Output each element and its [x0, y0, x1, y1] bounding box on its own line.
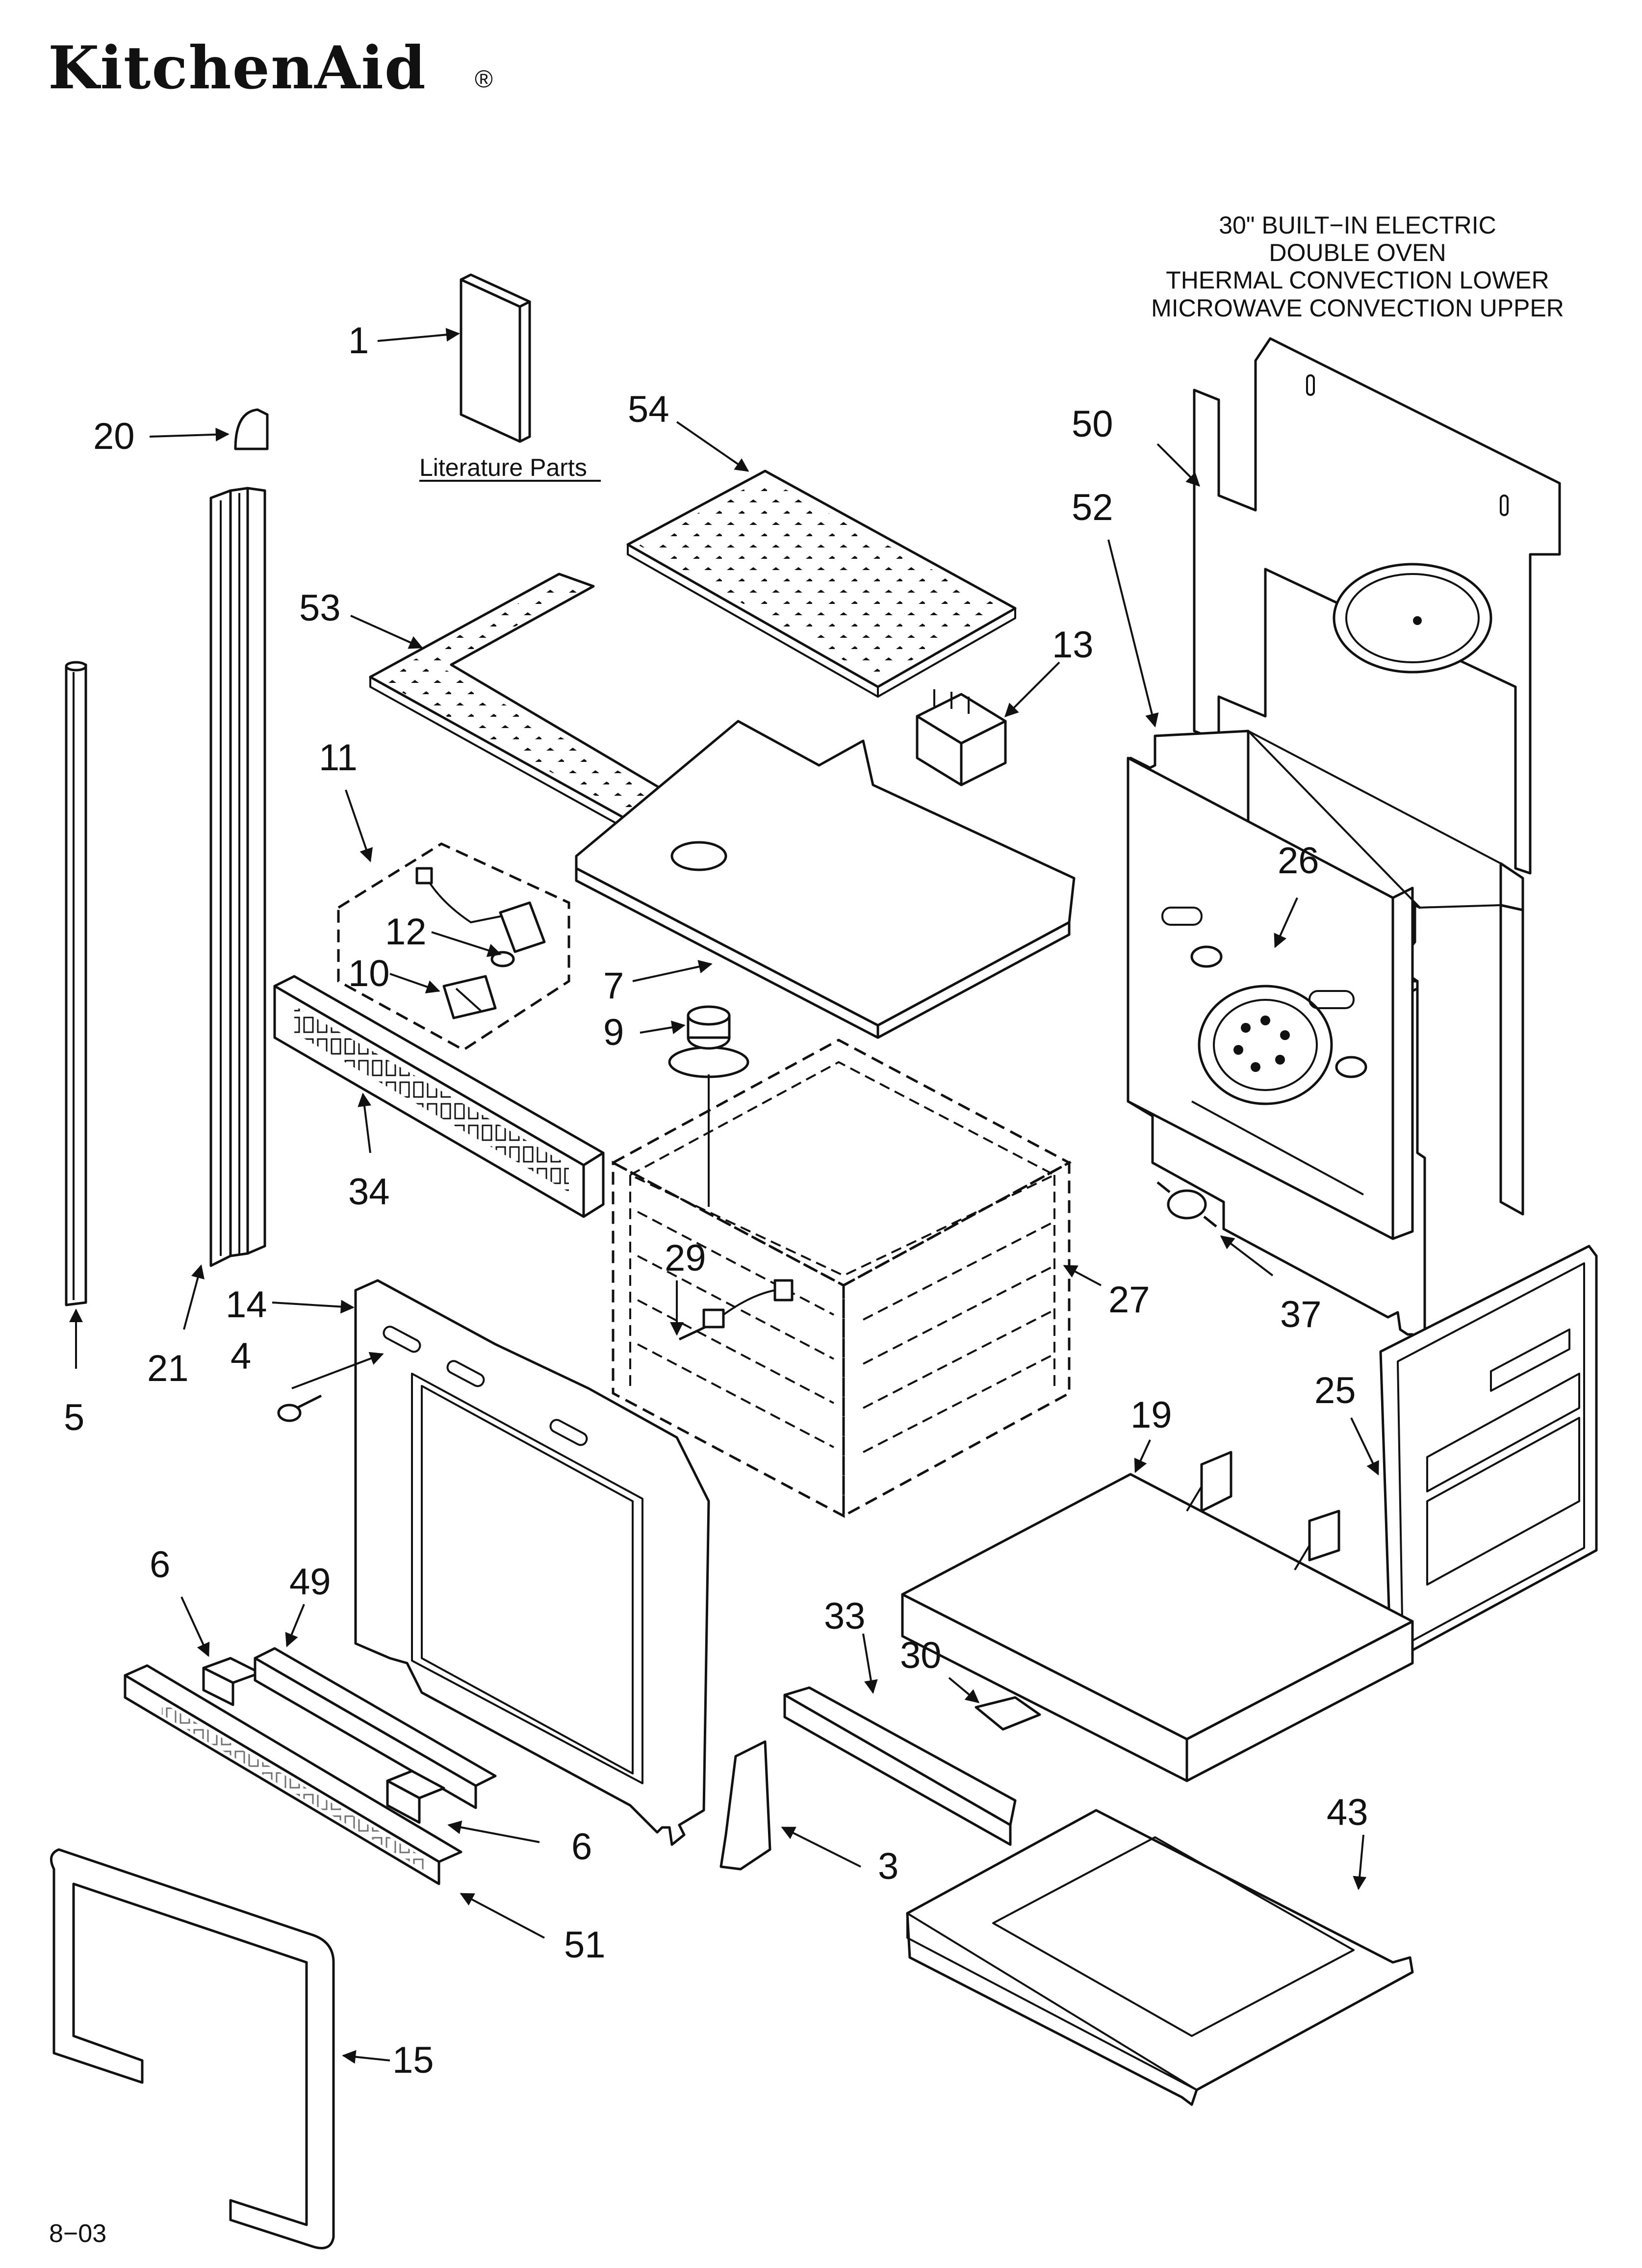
- temperature-sensor: [678, 1279, 794, 1341]
- callout-30: 30: [900, 1635, 942, 1676]
- callout-25: 25: [1314, 1370, 1356, 1411]
- literature-parts-label: Literature Parts: [419, 454, 587, 481]
- perforated-insulation-panel: [626, 469, 1017, 698]
- front-trim-parts: [124, 1647, 497, 1885]
- callout-10: 10: [348, 953, 390, 994]
- callout-43: 43: [1327, 1792, 1368, 1833]
- thermal-cutoff: [1156, 1181, 1217, 1227]
- callout-29: 29: [665, 1237, 706, 1279]
- callout-52: 52: [1072, 487, 1113, 528]
- title-line-2: DOUBLE OVEN: [1269, 239, 1446, 266]
- title-line-4: MICROWAVE CONVECTION UPPER: [1151, 294, 1564, 322]
- callout-33: 33: [824, 1595, 866, 1637]
- callout-3: 3: [878, 1846, 898, 1887]
- callout-51: 51: [564, 1924, 606, 1966]
- callout-20: 20: [93, 416, 135, 457]
- callout-27: 27: [1108, 1279, 1150, 1321]
- callout-12: 12: [385, 911, 427, 953]
- mounting-clip: [975, 1696, 1041, 1731]
- side-wiring-panel: [1379, 1245, 1598, 1660]
- callout-14: 14: [226, 1284, 267, 1326]
- convection-fan-housing: [1127, 730, 1524, 1343]
- cavity-top-plate: [575, 720, 1076, 1039]
- mounting-screw: [277, 1394, 322, 1422]
- callout-4: 4: [231, 1335, 251, 1377]
- callout-54: 54: [628, 389, 669, 430]
- callout-53: 53: [299, 587, 341, 629]
- callout-49: 49: [289, 1561, 331, 1603]
- relay-component: [916, 689, 1007, 786]
- callout-5: 5: [64, 1397, 84, 1438]
- callout-numbers: 1 20 54 50 52 53 13 11 12 10 7 26 9 34 2…: [64, 320, 1368, 2081]
- bottom-cover-box: [901, 1451, 1414, 1782]
- callout-19: 19: [1130, 1394, 1172, 1436]
- vent-grille: [273, 975, 605, 1218]
- brand-logo: KitchenAid: [48, 33, 427, 103]
- callout-1: 1: [348, 320, 369, 362]
- model-title: 30" BUILT−IN ELECTRIC DOUBLE OVEN THERMA…: [1151, 211, 1564, 322]
- door-gasket: [50, 1848, 335, 2249]
- title-line-1: 30" BUILT−IN ELECTRIC: [1219, 211, 1496, 239]
- oven-cavity-assembly: [610, 1039, 1072, 1518]
- callout-15: 15: [392, 2039, 434, 2081]
- callout-9: 9: [603, 1012, 624, 1053]
- title-line-3: THERMAL CONVECTION LOWER: [1166, 266, 1549, 294]
- callout-26: 26: [1278, 840, 1319, 882]
- convection-motor: [668, 1005, 749, 1207]
- side-rod: [65, 661, 87, 1306]
- rear-shield-panel: [1193, 337, 1561, 875]
- callout-leaders: [69, 328, 1379, 2064]
- callout-37: 37: [1280, 1294, 1322, 1335]
- front-door-frame: [354, 1279, 710, 1846]
- hinge-bracket: [719, 1740, 771, 1871]
- footer-revision-code: 8−03: [49, 2219, 106, 2248]
- callout-6a: 6: [150, 1544, 170, 1586]
- trim-end-cap: [234, 408, 269, 450]
- callout-11: 11: [319, 737, 358, 779]
- side-trim-strip: [209, 487, 266, 1267]
- literature-parts-book: Literature Parts: [419, 273, 601, 482]
- lamp-assembly-group: [337, 842, 570, 1051]
- callout-6b: 6: [571, 1826, 592, 1868]
- callout-7: 7: [603, 965, 624, 1007]
- callout-50: 50: [1072, 403, 1113, 445]
- registered-mark: ®: [475, 65, 493, 93]
- bottom-tray: [906, 1809, 1414, 2106]
- callout-21: 21: [147, 1348, 189, 1389]
- callout-34: 34: [348, 1171, 390, 1213]
- lower-bracket-rail: [783, 1686, 1017, 1846]
- callout-13: 13: [1052, 624, 1094, 666]
